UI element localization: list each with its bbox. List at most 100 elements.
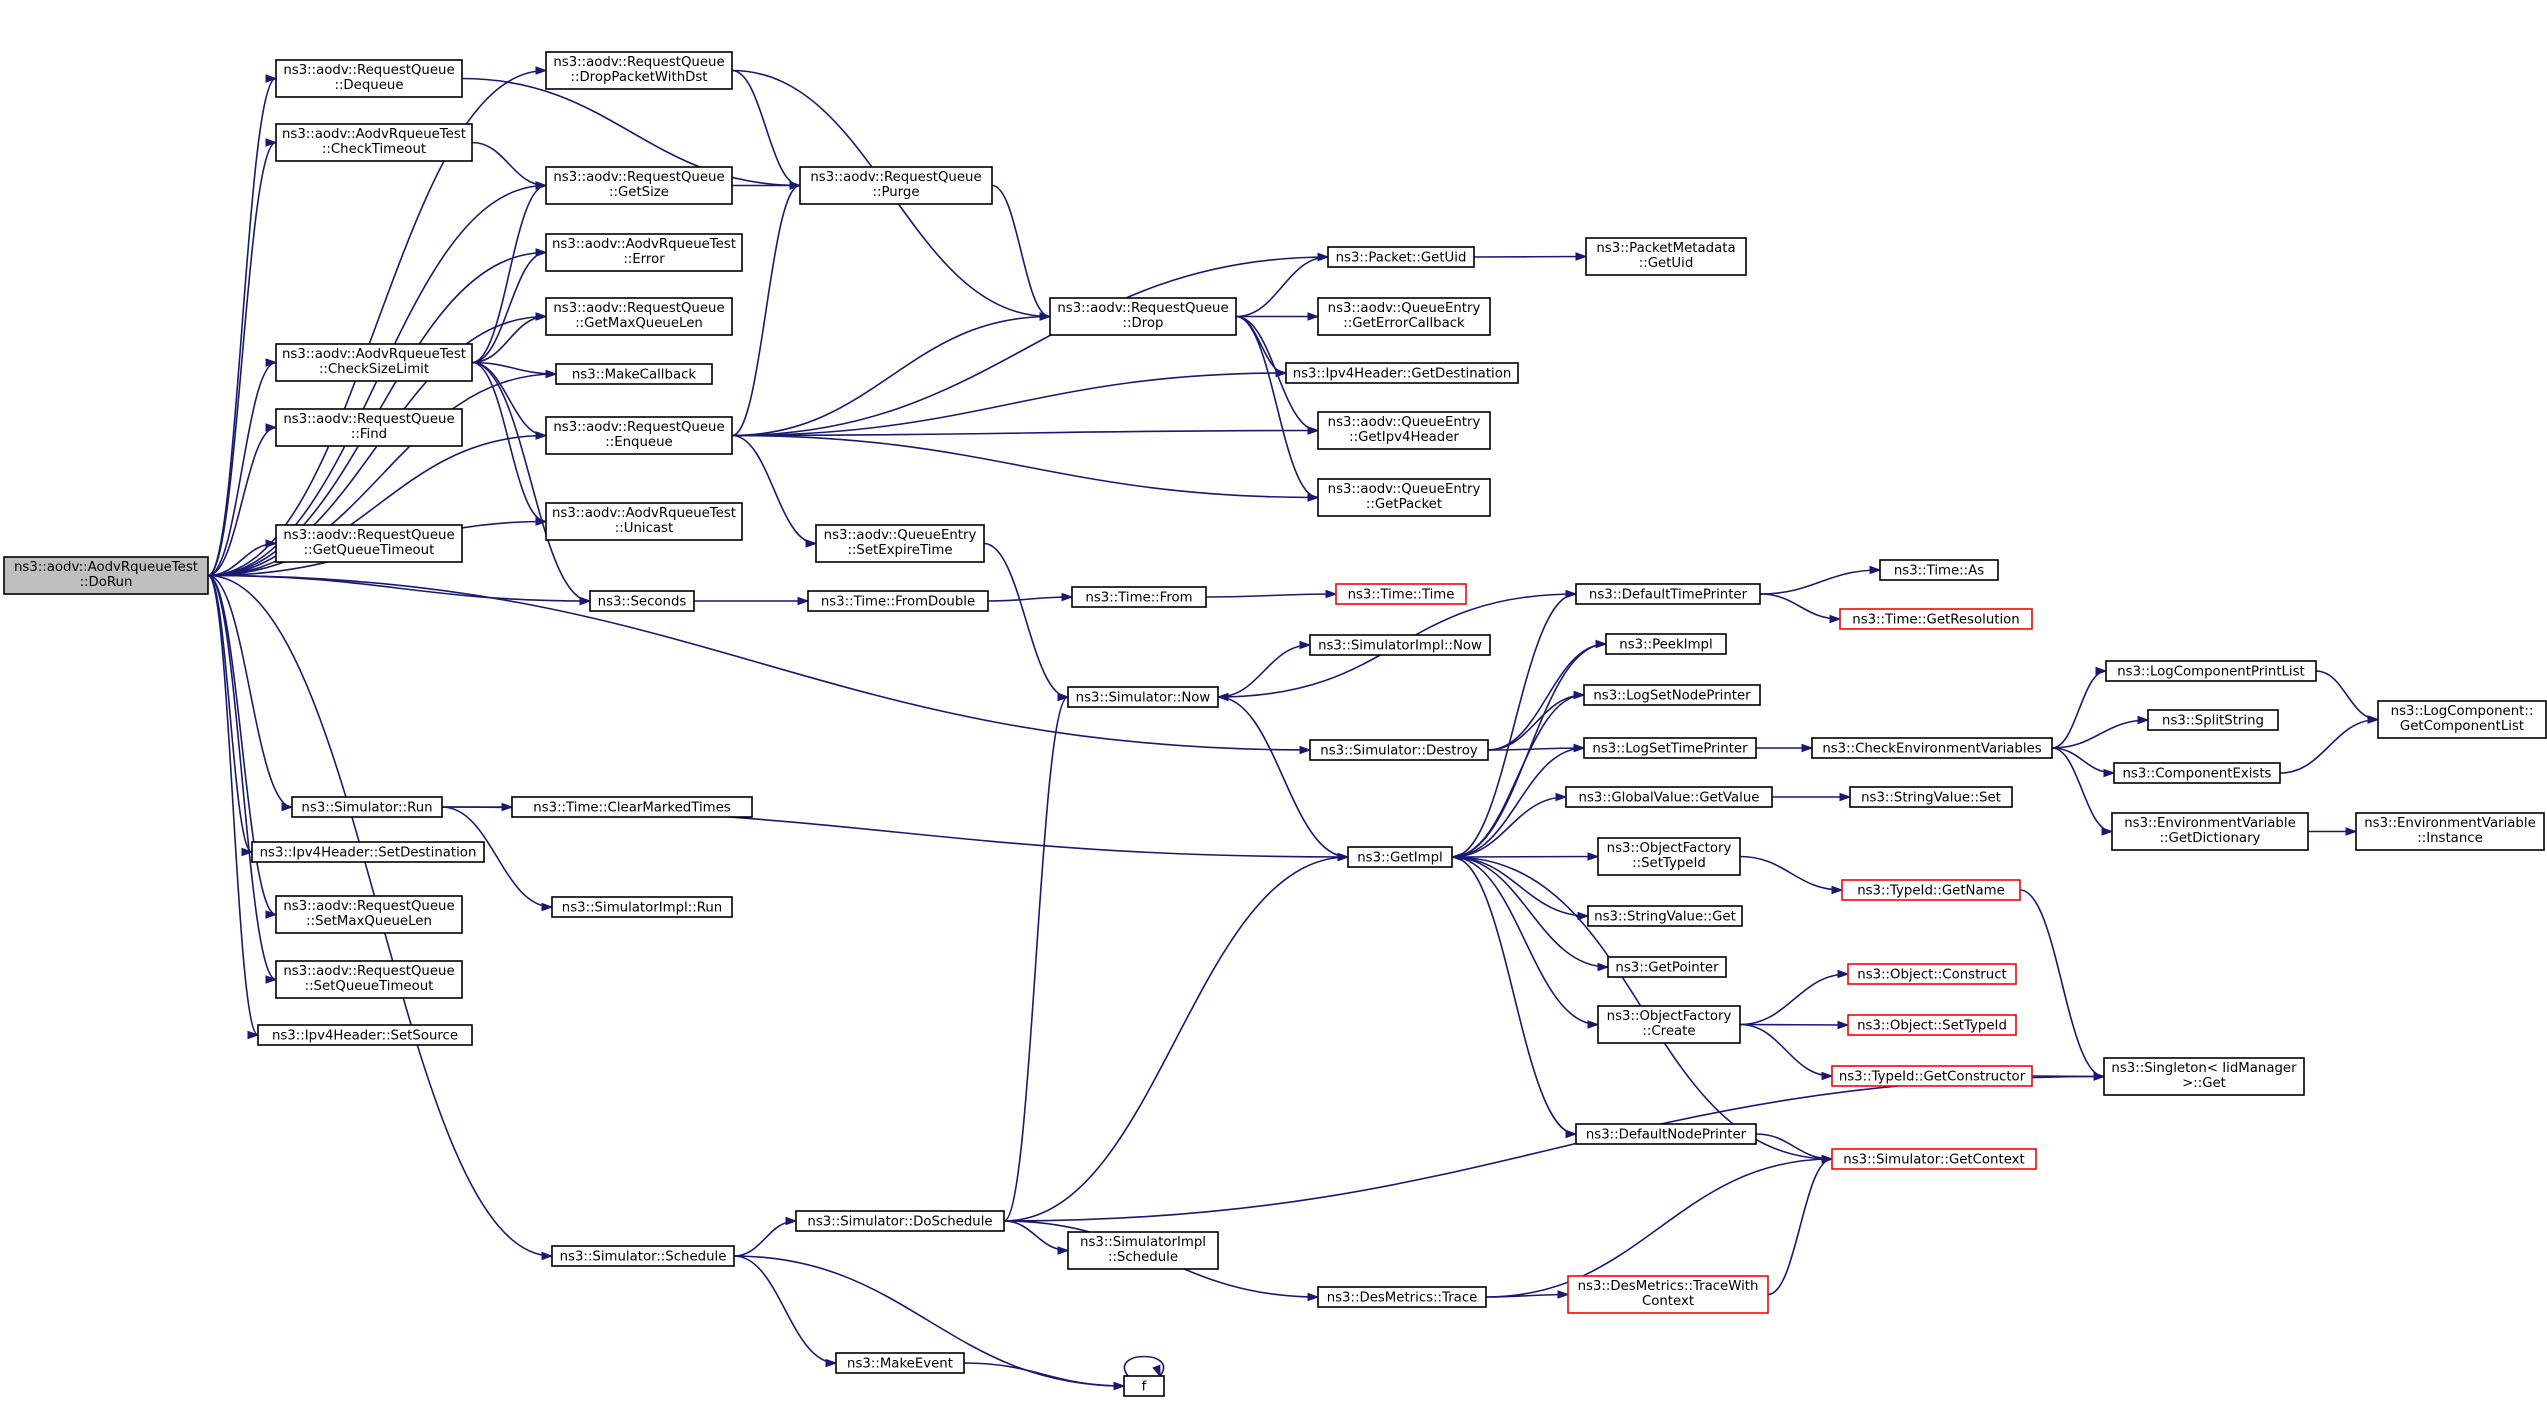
node-seconds[interactable]: ns3::Seconds	[589, 590, 695, 612]
node-fromdouble[interactable]: ns3::Time::FromDouble	[807, 590, 989, 612]
node-svset[interactable]: ns3::StringValue::Set	[1849, 786, 2013, 808]
node-setqtimeout[interactable]: ns3::aodv::RequestQueue::SetQueueTimeout	[275, 960, 463, 999]
node-find[interactable]: ns3::aodv::RequestQueue::Find	[275, 408, 463, 447]
node-box	[1849, 786, 2013, 808]
node-objsettypeid[interactable]: ns3::Object::SetTypeId	[1847, 1014, 2017, 1036]
node-logsetnode[interactable]: ns3::LogSetNodePrinter	[1583, 684, 1761, 706]
node-splitstring[interactable]: ns3::SplitString	[2147, 709, 2279, 731]
node-enqueue[interactable]: ns3::aodv::RequestQueue::Enqueue	[545, 416, 733, 455]
node-box	[1049, 297, 1237, 336]
node-setdest[interactable]: ns3::Ipv4Header::SetDestination	[251, 841, 485, 863]
node-getipv4hdr[interactable]: ns3::aodv::QueueEntry::GetIpv4Header	[1317, 411, 1491, 450]
node-ofsettypeid[interactable]: ns3::ObjectFactory::SetTypeId	[1597, 837, 1741, 876]
edge-simrun-simimplrun	[441, 806, 553, 908]
node-checkenv[interactable]: ns3::CheckEnvironmentVariables	[1811, 737, 2053, 759]
node-simimplsched[interactable]: ns3::SimulatorImpl::Schedule	[1067, 1231, 1219, 1270]
node-getdest[interactable]: ns3::Ipv4Header::GetDestination	[1285, 362, 1519, 384]
node-label: ns3::Ipv4Header::SetSource	[272, 1029, 458, 1044]
node-timeas[interactable]: ns3::Time::As	[1879, 559, 1999, 581]
node-envgetdict[interactable]: ns3::EnvironmentVariable::GetDictionary	[2111, 812, 2309, 851]
node-dequeue[interactable]: ns3::aodv::RequestQueue::Dequeue	[275, 59, 463, 98]
edge-dorun-simrun	[207, 574, 293, 808]
node-label: ns3::ObjectFactory	[1607, 841, 1732, 856]
node-setmaxqlen[interactable]: ns3::aodv::RequestQueue::SetMaxQueueLen	[275, 895, 463, 934]
node-defnodeprinter[interactable]: ns3::DefaultNodePrinter	[1575, 1123, 1757, 1145]
node-pmgetuid[interactable]: ns3::PacketMetadata::GetUid	[1585, 237, 1747, 276]
node-simrun[interactable]: ns3::Simulator::Run	[291, 796, 443, 818]
node-getuid[interactable]: ns3::Packet::GetUid	[1327, 246, 1475, 268]
node-simgetctx[interactable]: ns3::Simulator::GetContext	[1831, 1148, 2037, 1170]
edge-arrowhead	[265, 358, 278, 367]
edge-checksizelimit-enqueue	[471, 361, 547, 437]
node-label: ns3::Seconds	[598, 595, 687, 610]
edge-simdestroy-logsettime	[1487, 747, 1585, 751]
node-getqueuetimeout[interactable]: ns3::aodv::RequestQueue::GetQueueTimeout	[275, 524, 463, 563]
node-box	[2105, 660, 2317, 682]
node-simnow[interactable]: ns3::Simulator::Now	[1067, 686, 1219, 708]
node-box	[275, 59, 463, 98]
node-schedule[interactable]: ns3::Simulator::Schedule	[551, 1245, 735, 1267]
node-getpacket[interactable]: ns3::aodv::QueueEntry::GetPacket	[1317, 478, 1491, 517]
node-logcompprint[interactable]: ns3::LogComponentPrintList	[2105, 660, 2317, 682]
edge-dropdst-purge	[731, 69, 801, 187]
node-gvgetvalue[interactable]: ns3::GlobalValue::GetValue	[1565, 786, 1773, 808]
node-clearmarked[interactable]: ns3::Time::ClearMarkedTimes	[511, 796, 753, 818]
node-simimplnow[interactable]: ns3::SimulatorImpl::Now	[1309, 634, 1491, 656]
node-checksizelimit[interactable]: ns3::aodv::AodvRqueueTest::CheckSizeLimi…	[275, 343, 473, 382]
edge-arrowhead	[1113, 1381, 1126, 1391]
node-logsettime[interactable]: ns3::LogSetTimePrinter	[1583, 737, 1757, 759]
edge-typeidgetname-singletonget	[2019, 889, 2105, 1078]
node-label: ::DoRun	[80, 575, 133, 590]
node-svget[interactable]: ns3::StringValue::Get	[1587, 905, 1743, 927]
node-setsource[interactable]: ns3::Ipv4Header::SetSource	[257, 1024, 473, 1046]
node-doschedule[interactable]: ns3::Simulator::DoSchedule	[795, 1210, 1005, 1232]
node-error[interactable]: ns3::aodv::AodvRqueueTest::Error	[545, 233, 743, 272]
node-setexpire[interactable]: ns3::aodv::QueueEntry::SetExpireTime	[815, 524, 985, 563]
node-timefrom[interactable]: ns3::Time::From	[1071, 586, 1207, 608]
node-getmaxqlen[interactable]: ns3::aodv::RequestQueue::GetMaxQueueLen	[545, 297, 733, 336]
edge-arrowhead	[1337, 852, 1350, 862]
node-label: ns3::GlobalValue::GetValue	[1579, 791, 1760, 806]
edge-arrowhead	[1450, 852, 1463, 862]
node-checktimeout[interactable]: ns3::aodv::AodvRqueueTest::CheckTimeout	[275, 123, 473, 162]
node-typeidgetctor[interactable]: ns3::TypeId::GetConstructor	[1831, 1065, 2033, 1087]
node-getres[interactable]: ns3::Time::GetResolution	[1839, 608, 2033, 630]
node-makeevent[interactable]: ns3::MakeEvent	[835, 1352, 965, 1374]
node-getpointer[interactable]: ns3::GetPointer	[1607, 956, 1727, 978]
node-drop[interactable]: ns3::aodv::RequestQueue::Drop	[1049, 297, 1237, 336]
edge-dorun-simdestroy	[207, 574, 1311, 751]
edge-enqueue-getuid	[731, 256, 1329, 437]
edge-arrowhead	[1597, 962, 1610, 972]
node-label: ::GetUid	[1639, 256, 1694, 271]
node-getimpl[interactable]: ns3::GetImpl	[1347, 846, 1453, 868]
edge-enqueue-getipv4hdr	[731, 429, 1319, 437]
node-getsize[interactable]: ns3::aodv::RequestQueue::GetSize	[545, 166, 733, 205]
node-singletonget[interactable]: ns3::Singleton< IidManager >::Get	[2103, 1057, 2305, 1096]
node-logcompget[interactable]: ns3::LogComponent::GetComponentList	[2377, 700, 2547, 739]
node-dropdst[interactable]: ns3::aodv::RequestQueue::DropPacketWithD…	[545, 51, 733, 90]
node-timetime[interactable]: ns3::Time::Time	[1335, 583, 1467, 605]
node-compexists[interactable]: ns3::ComponentExists	[2113, 762, 2281, 784]
node-makecallback[interactable]: ns3::MakeCallback	[555, 363, 713, 385]
node-simimplrun[interactable]: ns3::SimulatorImpl::Run	[551, 896, 733, 918]
node-desmtrace[interactable]: ns3::DesMetrics::Trace	[1317, 1286, 1487, 1308]
edge-arrowhead	[1829, 614, 1842, 624]
node-peekimpl[interactable]: ns3::PeekImpl	[1605, 633, 1727, 655]
node-ofcreate[interactable]: ns3::ObjectFactory::Create	[1597, 1005, 1741, 1044]
node-label: ::SetQueueTimeout	[305, 979, 434, 994]
edge-arrowhead	[1577, 911, 1590, 921]
node-geterrcb[interactable]: ns3::aodv::QueueEntry::GetErrorCallback	[1317, 297, 1491, 336]
node-box	[1309, 634, 1491, 656]
node-typeidgetname[interactable]: ns3::TypeId::GetName	[1841, 879, 2021, 901]
node-label: ns3::aodv::AodvRqueueTest	[552, 506, 736, 521]
node-purge[interactable]: ns3::aodv::RequestQueue::Purge	[799, 166, 993, 205]
node-envinstance[interactable]: ns3::EnvironmentVariable::Instance	[2355, 812, 2545, 851]
node-simdestroy[interactable]: ns3::Simulator::Destroy	[1309, 739, 1489, 761]
node-deftimeprinter[interactable]: ns3::DefaultTimePrinter	[1575, 583, 1761, 605]
node-objconstruct[interactable]: ns3::Object::Construct	[1847, 963, 2017, 985]
node-label: ns3::aodv::QueueEntry	[824, 528, 977, 543]
node-ffunc[interactable]: f	[1123, 1375, 1165, 1397]
edge-arrowhead	[1557, 1290, 1570, 1299]
node-unicast[interactable]: ns3::aodv::AodvRqueueTest::Unicast	[545, 502, 743, 541]
